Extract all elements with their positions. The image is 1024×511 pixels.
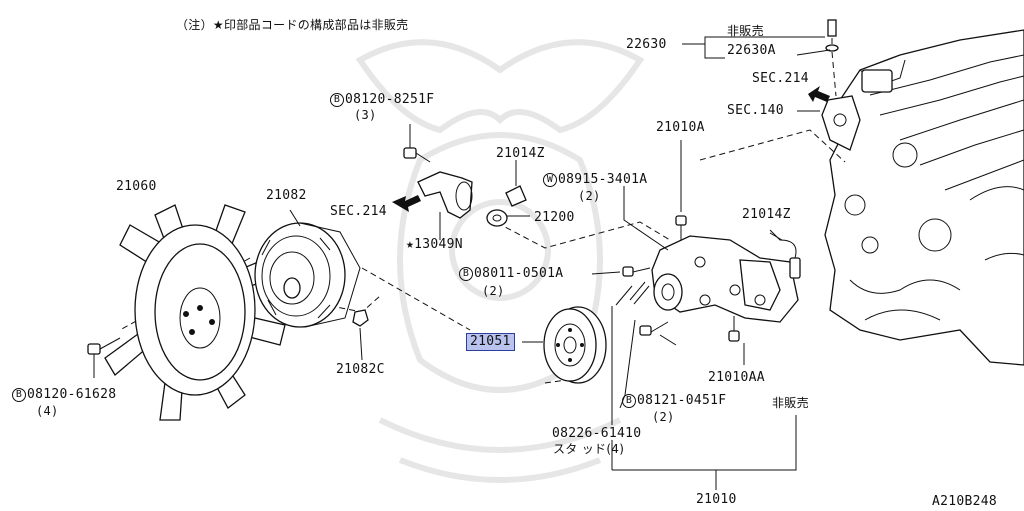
sensor-21014z-top [505, 160, 527, 207]
label-21014z-top[interactable]: 21014Z [496, 146, 545, 161]
label-bolt-08120-61628-code: 08120-61628 [27, 387, 117, 402]
label-22630a[interactable]: 22630A [727, 43, 776, 58]
label-bolt-08120-8251f-code: 08120-8251F [345, 92, 435, 107]
bolt-symbol: B [330, 93, 344, 107]
label-bolt-08011-qty: (2) [482, 284, 505, 298]
arrow-left-icon [392, 195, 421, 212]
label-21010[interactable]: 21010 [696, 492, 737, 507]
label-21082[interactable]: 21082 [266, 188, 307, 203]
label-21010aa[interactable]: 21010AA [708, 370, 765, 385]
bolt-symbol: B [459, 267, 473, 281]
label-22630-not-for-sale: 非販売 [727, 24, 764, 38]
bolt-symbol: B [12, 388, 26, 402]
label-21014z-right[interactable]: 21014Z [742, 207, 791, 222]
fan-clutch-21082 [254, 222, 361, 328]
engine-block [824, 29, 1024, 366]
label-21082c[interactable]: 21082C [336, 362, 385, 377]
fan-21060 [104, 204, 286, 421]
pump-bolts [622, 215, 740, 342]
note-text: （注）★印部品コードの構成部品は非販売 [176, 18, 409, 32]
housing [821, 95, 861, 151]
label-bolt-08120-61628-qty: (4) [36, 404, 59, 418]
label-washer-08915-qty: (2) [578, 189, 601, 203]
stud [629, 281, 650, 305]
label-sec214-right[interactable]: SEC.214 [752, 71, 809, 86]
pulley-21051 [543, 306, 607, 384]
bolt-symbol: B [622, 394, 636, 408]
label-sec140[interactable]: SEC.140 [727, 103, 784, 118]
label-washer-08915-code: 08915-3401A [558, 172, 648, 187]
watermark-emblem [355, 39, 645, 483]
stud-2 [615, 285, 633, 306]
sensor-22630 [827, 19, 837, 37]
label-stud-code[interactable]: 08226-61410 [552, 426, 642, 441]
arrow-right-icon [808, 86, 830, 102]
label-bolt-08120-8251f-qty: (3) [354, 108, 377, 122]
nut-21082c [352, 309, 369, 327]
washer-symbol: W [543, 173, 557, 187]
label-bolt-08011-code: 08011-0501A [474, 266, 564, 281]
label-sec214-left[interactable]: SEC.214 [330, 204, 387, 219]
label-13049n[interactable]: ★13049N [406, 237, 463, 252]
label-21010a[interactable]: 21010A [656, 120, 705, 135]
sensor-21014z-right [769, 229, 801, 279]
water-outlet-13049n [417, 171, 473, 219]
label-21060[interactable]: 21060 [116, 179, 157, 194]
figure-code: A210B248 [932, 494, 998, 509]
label-21051-highlighted[interactable]: 21051 [466, 333, 515, 351]
label-stud-desc: スタ ッド(4) [553, 442, 625, 456]
water-pump-21010 [651, 235, 799, 323]
label-not-for-sale: 非販売 [772, 396, 809, 410]
bolt-08120-8251f [403, 124, 431, 163]
label-bolt-08121-qty: (2) [652, 410, 675, 424]
label-22630[interactable]: 22630 [626, 37, 667, 52]
thermostat-21200 [486, 209, 508, 227]
label-bolt-08121-code: 08121-0451F [637, 393, 727, 408]
bolt-08120-61628 [87, 337, 121, 378]
washer-22630a [825, 44, 839, 52]
label-21200[interactable]: 21200 [534, 210, 575, 225]
